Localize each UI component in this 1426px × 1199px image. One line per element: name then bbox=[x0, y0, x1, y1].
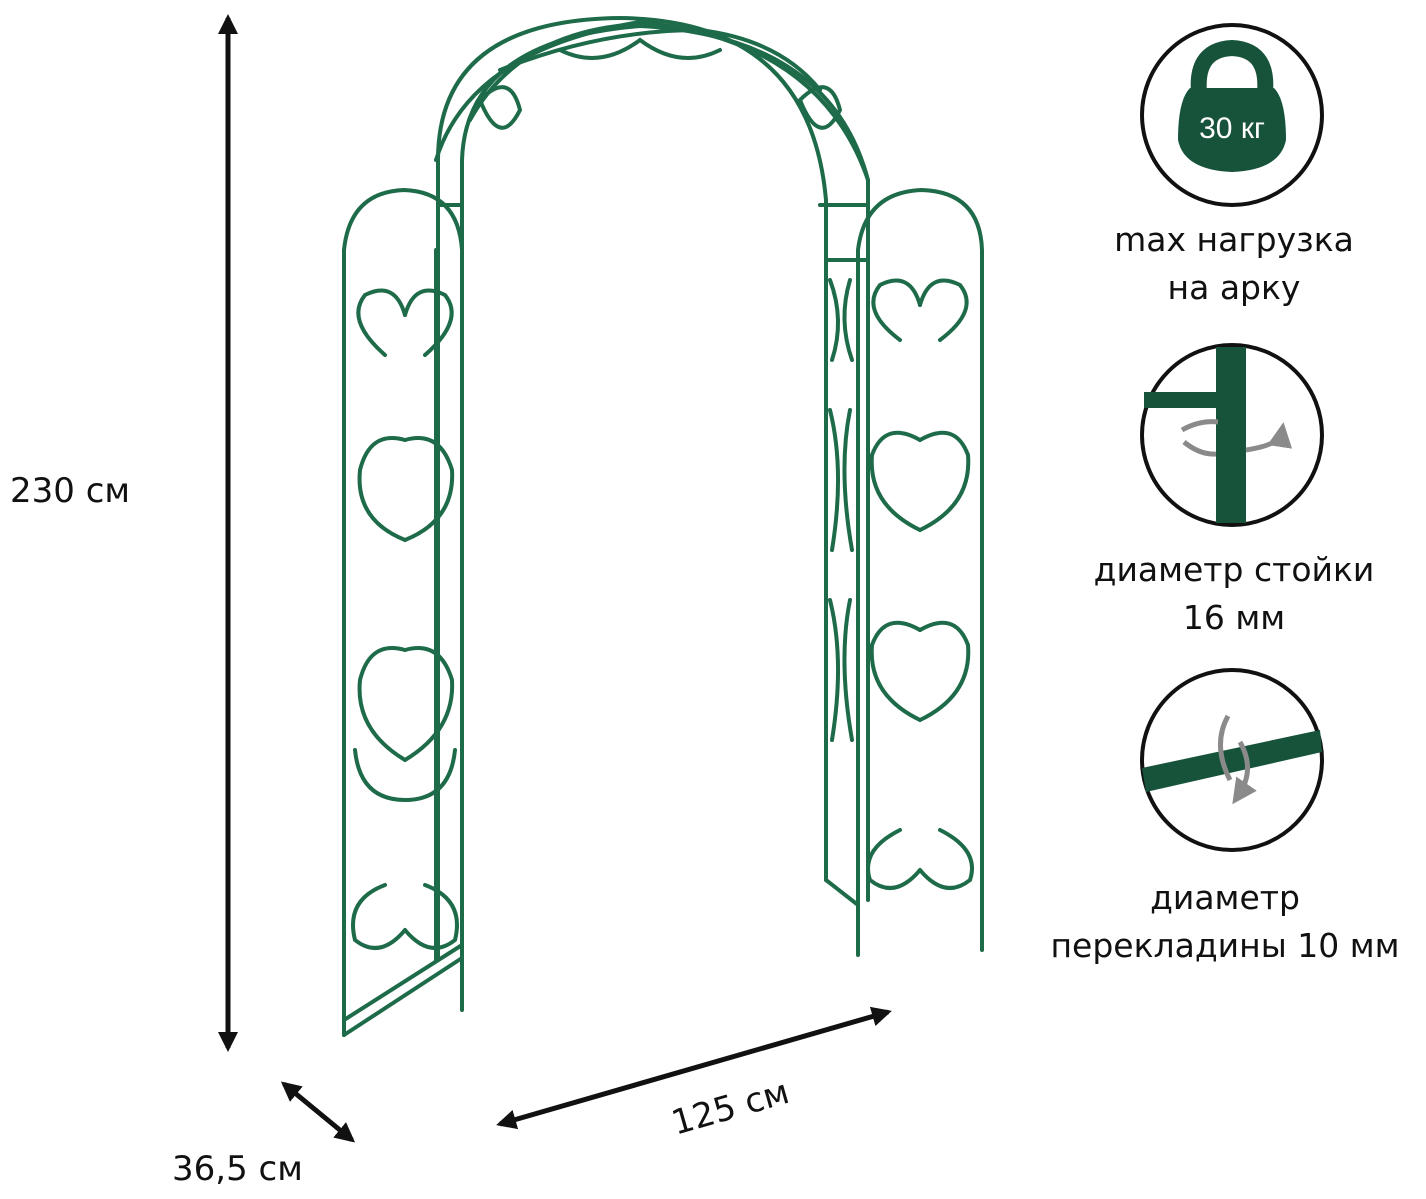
crossbar-caption: диаметр перекладины 10 мм bbox=[1024, 874, 1426, 970]
load-value: 30 кг bbox=[1199, 112, 1265, 145]
height-label: 230 см bbox=[10, 471, 131, 511]
post-caption: диаметр стойки 16 мм bbox=[1034, 546, 1426, 642]
post-diameter-icon bbox=[1144, 347, 1293, 523]
crossbar-caption-line1: диаметр bbox=[1150, 878, 1300, 917]
depth-arrow bbox=[280, 1081, 356, 1143]
load-icon-circle: 30 кг bbox=[1140, 23, 1324, 207]
post-caption-line1: диаметр стойки bbox=[1093, 550, 1375, 589]
load-caption-line2: на арку bbox=[1167, 268, 1301, 307]
post-icon-circle bbox=[1140, 343, 1324, 527]
load-caption: max нагрузка на арку bbox=[1034, 216, 1426, 312]
depth-label: 36,5 см bbox=[172, 1149, 303, 1189]
crossbar-caption-line2: перекладины 10 мм bbox=[1050, 926, 1400, 965]
load-caption-line1: max нагрузка bbox=[1114, 220, 1354, 259]
garden-arch bbox=[342, 15, 984, 1037]
width-arrow bbox=[496, 1006, 892, 1130]
post-caption-line2: 16 мм bbox=[1182, 598, 1286, 637]
crossbar-diameter-icon bbox=[1142, 714, 1322, 805]
kettlebell-icon bbox=[1178, 39, 1286, 172]
crossbar-icon-circle bbox=[1140, 668, 1324, 852]
